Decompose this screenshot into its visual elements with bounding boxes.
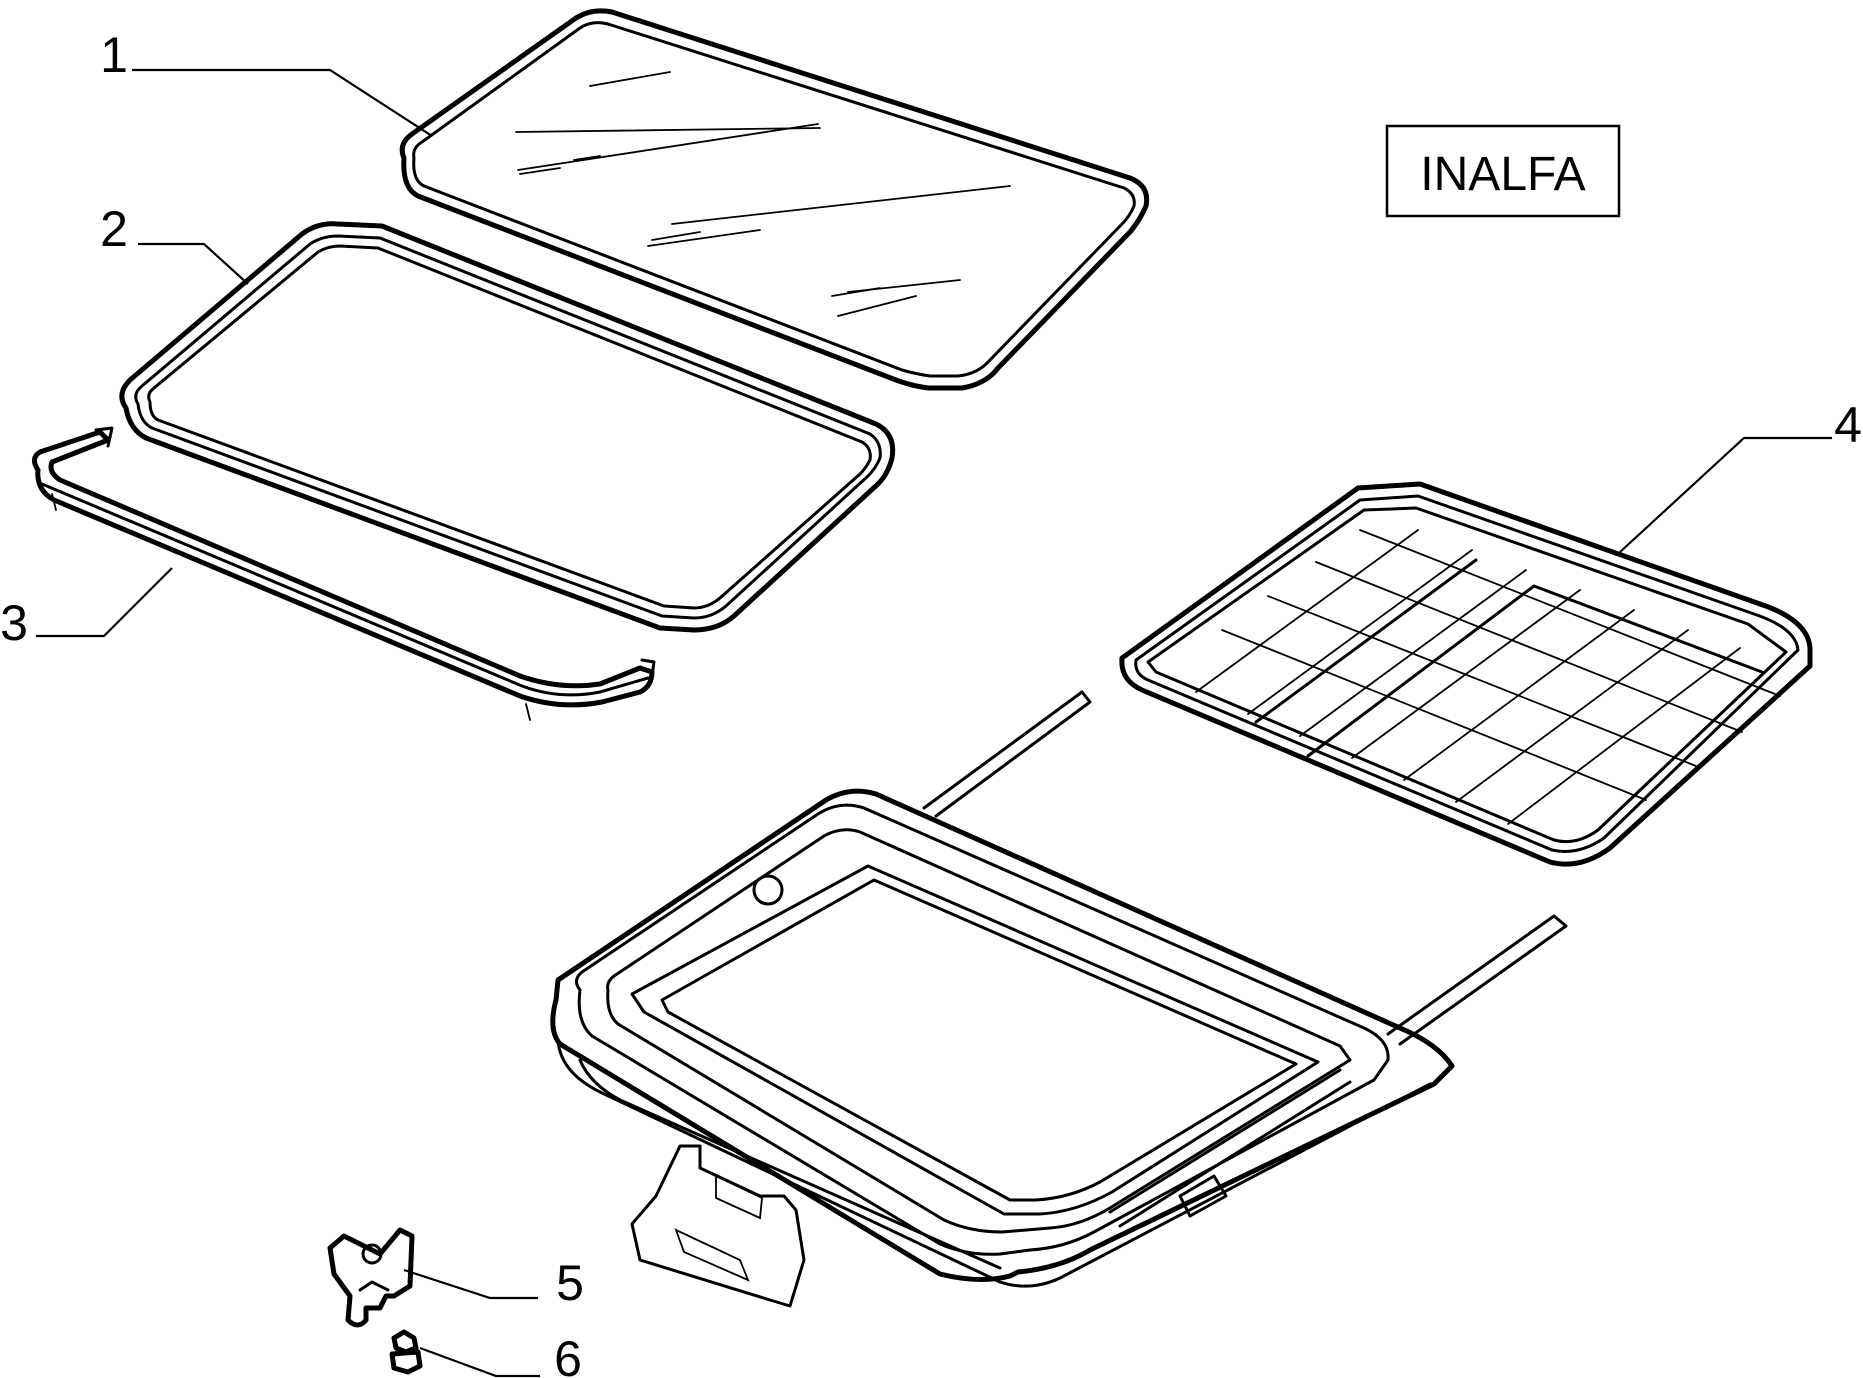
- callout-number-2: 2: [100, 201, 128, 257]
- callout-number-6: 6: [554, 1331, 582, 1378]
- callout-number-5: 5: [556, 1255, 584, 1311]
- brand-label: INALFA: [1420, 148, 1585, 201]
- callout-3: 3: [0, 567, 173, 651]
- part-3-deflector-strip: [32, 426, 656, 721]
- callout-number-4: 4: [1834, 397, 1862, 453]
- sunshade-grid: [1195, 529, 1781, 825]
- glass-reflection-lines: [515, 71, 1011, 317]
- part-6-screw: [389, 1329, 423, 1375]
- callout-number-3: 3: [0, 595, 28, 651]
- brand-box: INALFA: [1385, 124, 1621, 218]
- callout-number-1: 1: [100, 27, 128, 83]
- sunroof-frame-assembly: [550, 690, 1568, 1308]
- callout-1: 1: [100, 27, 433, 137]
- part-5-bracket: [327, 1227, 415, 1328]
- callout-6: 6: [419, 1331, 582, 1378]
- part-2-seal-frame: [119, 221, 896, 633]
- callout-4: 4: [1619, 397, 1862, 553]
- part-4-sunshade-panel: [1119, 481, 1813, 867]
- callout-5: 5: [403, 1255, 584, 1311]
- callout-2: 2: [100, 201, 249, 285]
- part-1-glass-panel: [399, 8, 1150, 391]
